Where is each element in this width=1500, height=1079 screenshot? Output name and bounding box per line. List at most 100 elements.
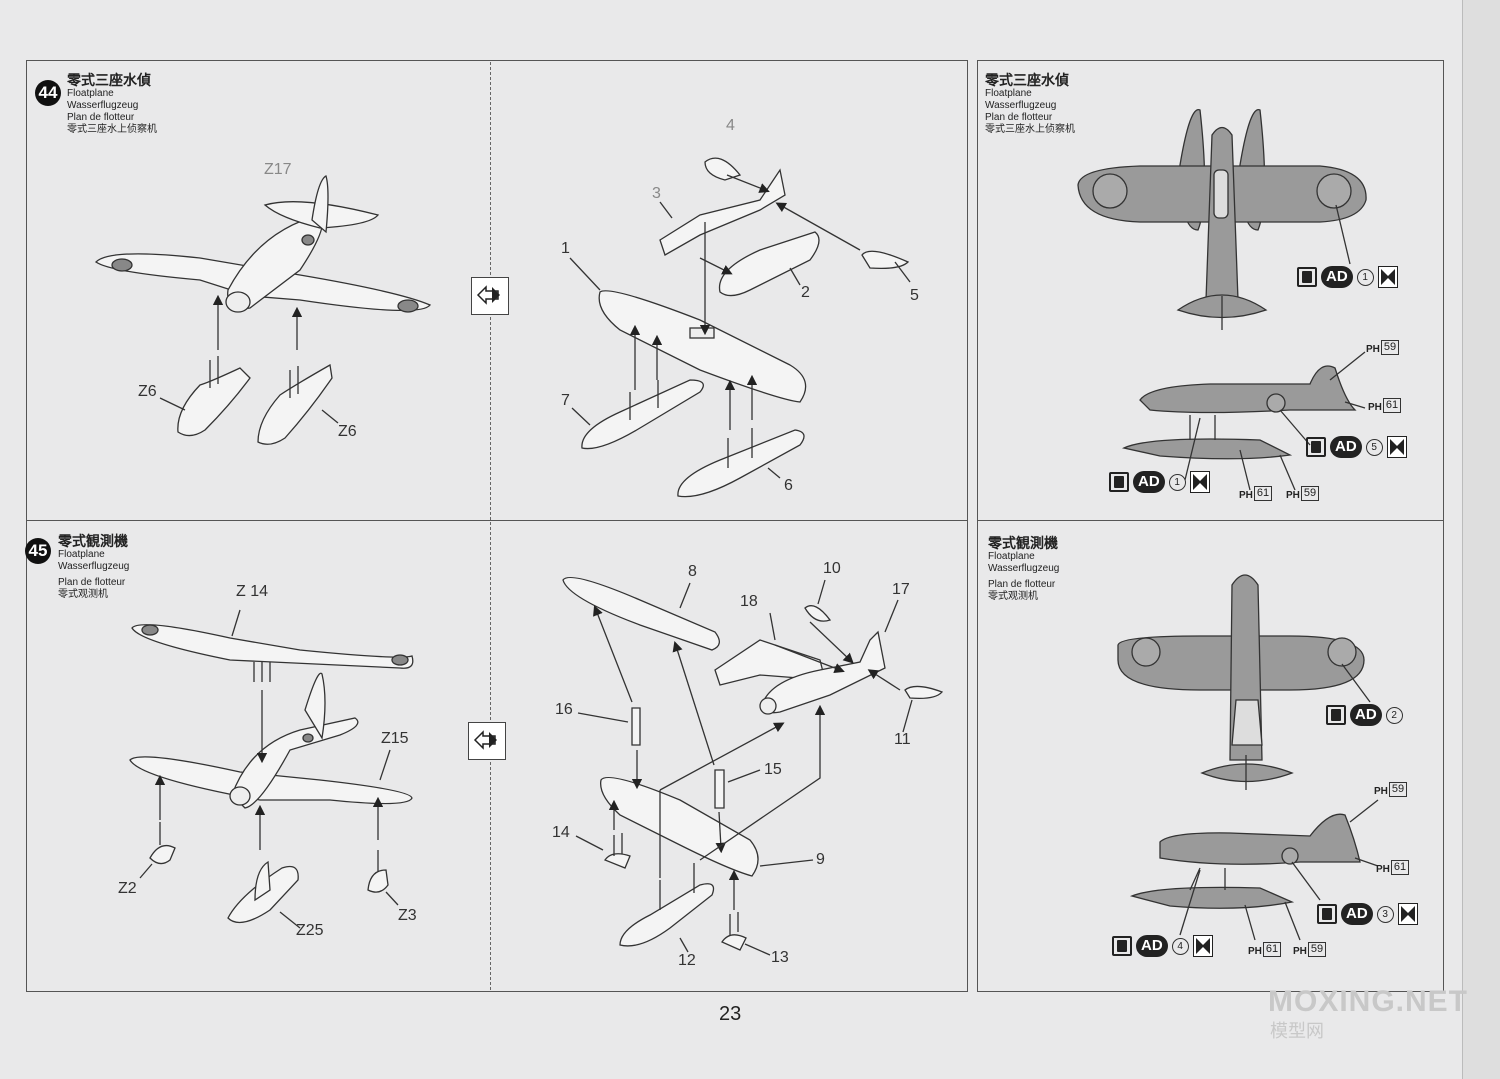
part-label: 14 bbox=[552, 824, 570, 841]
paint-number: 61 bbox=[1382, 398, 1402, 413]
part-label: Z6 bbox=[338, 423, 357, 440]
step-44-right-caption: 零式三座水偵 Floatplane Wasserflugzeug Plan de… bbox=[985, 72, 1075, 136]
step-44-right-title: 零式三座水偵 bbox=[985, 72, 1069, 88]
step-arrow-icon bbox=[468, 722, 506, 760]
part-label: 5 bbox=[910, 287, 919, 304]
part-label: Z2 bbox=[118, 880, 137, 897]
decal-callout: AD 1 bbox=[1109, 471, 1210, 493]
paint-number: 59 bbox=[1307, 942, 1327, 957]
ad-badge: AD bbox=[1330, 436, 1362, 458]
dashed-divider bbox=[490, 62, 491, 990]
paint-code: PH bbox=[1293, 946, 1307, 957]
part-label: 2 bbox=[801, 284, 810, 301]
part-label: Z17 bbox=[264, 161, 292, 178]
part-label: 18 bbox=[740, 593, 758, 610]
decal-number: 4 bbox=[1171, 937, 1189, 955]
part-label: 9 bbox=[816, 851, 825, 868]
decal-callout: AD 5 bbox=[1306, 436, 1407, 458]
step-44-title: 零式三座水偵 bbox=[67, 72, 151, 88]
flag-icon bbox=[1192, 935, 1213, 957]
aircraft-45-left bbox=[129, 609, 414, 929]
part-label: 16 bbox=[555, 701, 573, 718]
aircraft-45-side-view bbox=[1129, 799, 1379, 941]
step-45-right-line: Plan de flotteur bbox=[988, 579, 1056, 590]
decal-number: 1 bbox=[1168, 473, 1186, 491]
part-label: 3 bbox=[652, 185, 661, 202]
part-label: 17 bbox=[892, 581, 910, 598]
flag-icon bbox=[1377, 266, 1398, 288]
paint-number: 61 bbox=[1390, 860, 1410, 875]
step-arrow-icon bbox=[471, 277, 509, 315]
part-label: 15 bbox=[764, 761, 782, 778]
paint-code: PH bbox=[1374, 786, 1388, 797]
decal-d-icon bbox=[1112, 936, 1132, 956]
part-label: Z15 bbox=[381, 730, 409, 747]
paint-code: PH bbox=[1376, 864, 1390, 875]
step-divider bbox=[26, 520, 968, 521]
aircraft-45-top-view bbox=[1117, 574, 1371, 790]
step-45-line: Plan de flotteur bbox=[58, 577, 126, 588]
decal-callout: AD 2 bbox=[1326, 704, 1403, 726]
part-label: 10 bbox=[823, 560, 841, 577]
step-45-right-caption: 零式観測機 Floatplane Wasserflugzeug Plan de … bbox=[988, 535, 1059, 603]
paint-number: 61 bbox=[1253, 486, 1273, 501]
ad-badge: AD bbox=[1350, 704, 1382, 726]
step-45-line: Wasserflugzeug bbox=[58, 561, 130, 572]
aircraft-44-left bbox=[94, 175, 432, 445]
step-divider-right bbox=[977, 520, 1444, 521]
step-44-right-line: Plan de flotteur bbox=[985, 112, 1053, 123]
step-45-caption: 零式観測機 Floatplane Wasserflugzeug Plan de … bbox=[58, 533, 129, 601]
step-45-right-line: 零式观测机 bbox=[988, 591, 1038, 602]
step-44-right-line: Wasserflugzeug bbox=[985, 100, 1057, 111]
paint-code: PH bbox=[1368, 402, 1382, 413]
decal-number: 5 bbox=[1365, 438, 1383, 456]
ad-badge: AD bbox=[1136, 935, 1168, 957]
part-label: 7 bbox=[561, 392, 570, 409]
decal-number: 3 bbox=[1376, 905, 1394, 923]
step-44-caption: 零式三座水偵 Floatplane Wasserflugzeug Plan de… bbox=[67, 72, 157, 136]
step-44-line: 零式三座水上侦察机 bbox=[67, 124, 157, 135]
decal-d-icon bbox=[1317, 904, 1337, 924]
step-45-line: Floatplane bbox=[58, 549, 105, 560]
part-label: Z3 bbox=[398, 907, 417, 924]
decal-callout: AD 3 bbox=[1317, 903, 1418, 925]
left-frame bbox=[26, 60, 968, 992]
decal-d-icon bbox=[1306, 437, 1326, 457]
flag-icon bbox=[1386, 436, 1407, 458]
flag-icon bbox=[1397, 903, 1418, 925]
paint-code: PH bbox=[1366, 344, 1380, 355]
step-45-right-title: 零式観測機 bbox=[988, 535, 1058, 551]
aircraft-44-top-view bbox=[1077, 109, 1367, 330]
step-45-badge: 45 bbox=[25, 538, 51, 564]
step-45-title: 零式観測機 bbox=[58, 533, 128, 549]
paint-number: 59 bbox=[1380, 340, 1400, 355]
step-44-line: Plan de flotteur bbox=[67, 112, 135, 123]
decal-number: 2 bbox=[1385, 706, 1403, 724]
paint-number: 59 bbox=[1300, 486, 1320, 501]
page-edge bbox=[1462, 0, 1500, 1079]
right-frame bbox=[977, 60, 1444, 992]
aircraft-44-side-view bbox=[1121, 351, 1366, 491]
decal-d-icon bbox=[1326, 705, 1346, 725]
part-label: 1 bbox=[561, 240, 570, 257]
step-44-line: Wasserflugzeug bbox=[67, 100, 139, 111]
decal-d-icon bbox=[1109, 472, 1129, 492]
paint-code: PH bbox=[1286, 490, 1300, 501]
paint-number: 61 bbox=[1262, 942, 1282, 957]
step-44-line: Floatplane bbox=[67, 88, 114, 99]
decal-callout: AD 4 bbox=[1112, 935, 1213, 957]
part-label: 13 bbox=[771, 949, 789, 966]
part-label: 4 bbox=[726, 117, 735, 134]
part-label: 6 bbox=[784, 477, 793, 494]
paint-code: PH bbox=[1239, 490, 1253, 501]
part-label: 11 bbox=[894, 731, 911, 748]
decal-number: 1 bbox=[1356, 268, 1374, 286]
decal-callout: AD 1 bbox=[1297, 266, 1398, 288]
